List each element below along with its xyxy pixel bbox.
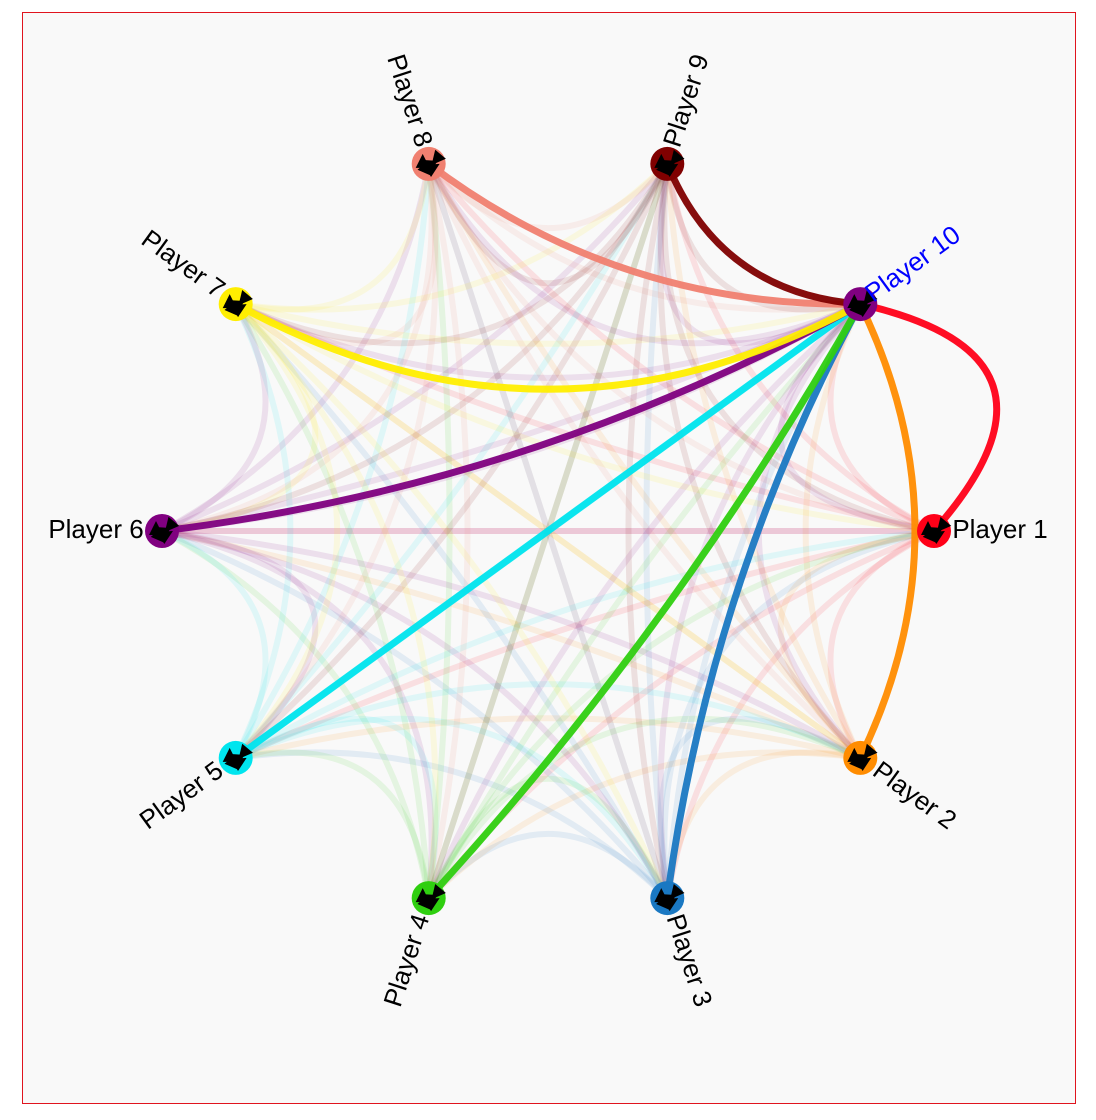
faint-edge <box>161 162 670 534</box>
faint-edge <box>235 749 670 901</box>
faint-edge <box>664 163 863 760</box>
faint-edge <box>233 162 671 761</box>
faint-edge <box>426 830 670 901</box>
faint-edge <box>235 161 670 313</box>
faint-edge <box>161 528 670 900</box>
highlighted-edge <box>859 300 1001 534</box>
faint-edge <box>643 163 671 899</box>
diagram-frame <box>22 12 1076 1104</box>
faint-edge <box>425 163 471 899</box>
faint-edge <box>426 776 670 900</box>
faint-edge <box>234 301 935 534</box>
faint-edge <box>160 528 670 901</box>
player-label: Player 5 <box>134 755 229 835</box>
faint-edge <box>233 302 432 899</box>
faint-edge <box>233 302 439 899</box>
faint-edge <box>426 715 862 900</box>
highlighted-edge <box>857 302 919 760</box>
faint-edge <box>664 749 861 899</box>
player-label: Player 10 <box>859 219 965 308</box>
player-label: Player 6 <box>48 514 143 544</box>
faint-edge <box>232 302 294 760</box>
faint-edge <box>234 528 935 761</box>
faint-edge <box>161 163 435 534</box>
faint-edge <box>235 749 432 899</box>
arrowhead <box>660 894 676 908</box>
highlighted-edge <box>664 162 861 308</box>
player-label: Player 1 <box>952 514 1047 544</box>
faint-edge <box>160 163 432 534</box>
faint-edge <box>664 528 936 899</box>
faint-edge <box>802 302 864 760</box>
faint-edge <box>160 302 269 534</box>
faint-edge <box>234 528 935 761</box>
highlighted-edge <box>426 161 861 308</box>
faint-edge <box>426 749 861 901</box>
highlighted-edge <box>234 301 862 393</box>
arrowhead <box>228 300 245 314</box>
faint-edge <box>657 715 862 899</box>
faint-edge <box>161 301 319 534</box>
faint-edge <box>233 162 670 760</box>
faint-edge <box>234 162 670 347</box>
player-label: Player 3 <box>661 910 719 1010</box>
faint-edge <box>233 163 432 760</box>
arrowhead <box>421 894 438 908</box>
faint-edge <box>664 163 861 313</box>
faint-edge <box>234 301 862 347</box>
highlighted-edge <box>233 301 863 761</box>
faint-edge <box>235 163 432 313</box>
player-label: Player 9 <box>657 50 715 150</box>
faint-edge <box>234 715 670 900</box>
highlighted-edge <box>161 301 862 535</box>
player-label: Player 2 <box>868 755 963 835</box>
faint-edge <box>234 715 862 761</box>
arrowhead <box>853 300 869 314</box>
arrowhead <box>228 753 245 767</box>
highlighted-edges <box>161 161 1001 901</box>
arrowhead <box>853 753 869 767</box>
player-label: Player 8 <box>381 50 439 150</box>
faint-edge <box>625 163 671 899</box>
faint-edge <box>234 681 862 761</box>
player-label: Player 7 <box>136 223 231 303</box>
faint-edge <box>777 301 935 534</box>
faint-edge <box>233 302 341 760</box>
faint-edge <box>777 528 935 761</box>
faint-edge <box>426 162 862 347</box>
faint-edge <box>426 161 861 313</box>
faint-edge <box>234 715 439 899</box>
faint-edge <box>425 301 863 900</box>
arrowhead <box>155 527 171 541</box>
faint-edge <box>426 162 670 286</box>
faint-edge <box>234 301 862 381</box>
arrowhead <box>660 159 676 173</box>
faint-edge <box>160 528 269 760</box>
faint-edge <box>161 528 319 761</box>
faint-edge <box>657 163 863 760</box>
faint-edge <box>426 161 670 232</box>
highlighted-edge <box>663 302 864 899</box>
faint-edge <box>657 302 863 899</box>
arrowhead <box>421 159 438 173</box>
faint-edge <box>161 528 862 761</box>
player-label: Player 4 <box>377 910 435 1010</box>
faint-edge <box>425 163 453 899</box>
faint-edge <box>426 528 935 900</box>
faint-edge <box>426 302 863 900</box>
faint-edge <box>827 528 936 760</box>
faint-edge <box>161 528 862 761</box>
highlighted-edge <box>426 302 864 901</box>
arrowhead <box>927 527 943 541</box>
arrowheads <box>149 149 952 912</box>
